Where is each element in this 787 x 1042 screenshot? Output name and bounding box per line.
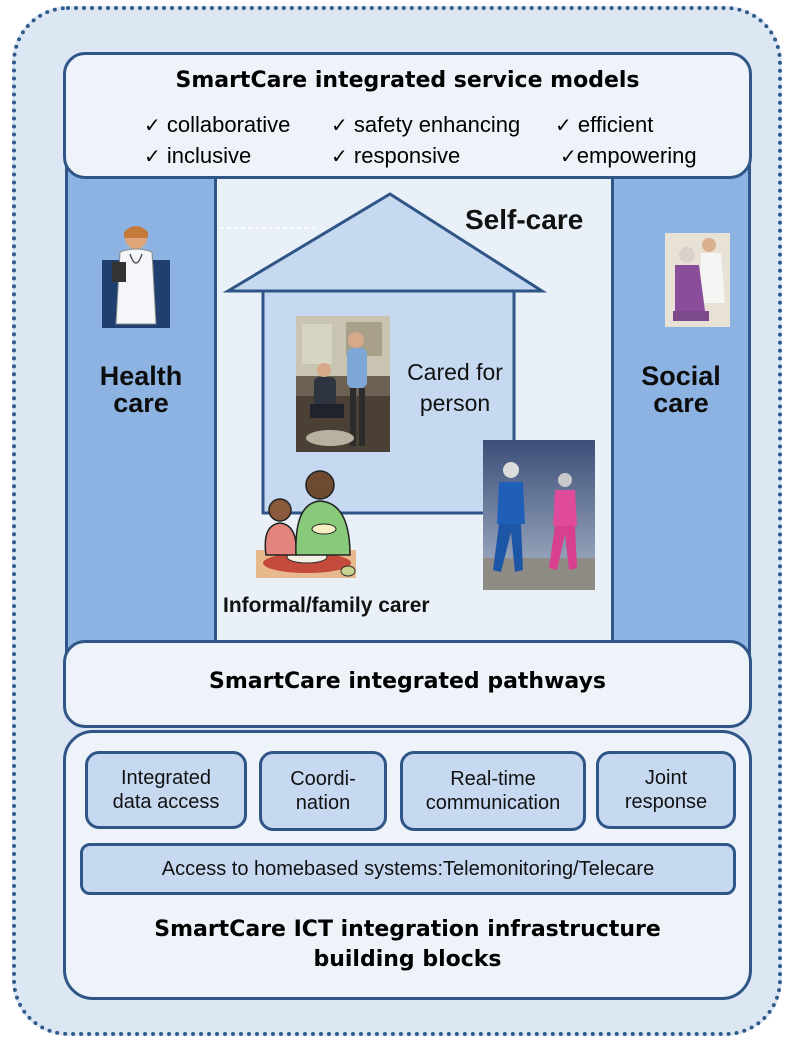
- health-care-label-line1: Health: [99, 361, 183, 391]
- check-icon: ✓: [144, 144, 161, 168]
- quality-efficient: ✓ efficient: [555, 112, 654, 137]
- check-icon: ✓: [331, 144, 348, 168]
- carer-with-elderly-photo: [665, 233, 730, 327]
- pathways-box: SmartCare integrated pathways: [63, 640, 752, 728]
- cared-for-person-label: Cared for person: [395, 357, 515, 419]
- cared-for-line1: Cared for: [407, 359, 503, 385]
- quality-empowering: ✓empowering: [560, 143, 697, 168]
- quality-collaborative: ✓ collaborative: [144, 112, 291, 137]
- cared-for-line2: person: [419, 390, 491, 416]
- block-coordination: Coordi-nation: [259, 751, 387, 831]
- health-care-label-line2: care: [113, 388, 169, 418]
- quality-inclusive: ✓ inclusive: [144, 143, 252, 168]
- infrastructure-title: SmartCare ICT integration infrastructure…: [154, 917, 661, 972]
- service-models-box: SmartCare integrated service models ✓ co…: [63, 52, 752, 179]
- check-icon: ✓: [331, 113, 348, 137]
- social-care-label-line1: Social: [641, 361, 721, 391]
- pathways-title: SmartCare integrated pathways: [208, 669, 607, 694]
- check-icon: ✓: [144, 113, 161, 137]
- quality-safety-enhancing: ✓ safety enhancing: [331, 112, 521, 137]
- check-icon: ✓: [555, 113, 572, 137]
- informal-carer-label: Informal/family carer: [223, 594, 430, 617]
- quality-responsive: ✓ responsive: [331, 143, 461, 168]
- check-icon: ✓: [560, 144, 577, 168]
- self-care-label: Self-care: [465, 204, 584, 235]
- doctor-clipart-icon: [102, 222, 170, 328]
- family-meal-clipart: [252, 465, 360, 580]
- cared-for-person-photo: [296, 316, 390, 452]
- social-care-label-line2: care: [653, 388, 709, 418]
- block-homebased-systems: Access to homebased systems:Telemonitori…: [80, 843, 736, 895]
- elderly-joggers-photo: [483, 440, 595, 590]
- service-models-title: SmartCare integrated service models: [175, 68, 640, 93]
